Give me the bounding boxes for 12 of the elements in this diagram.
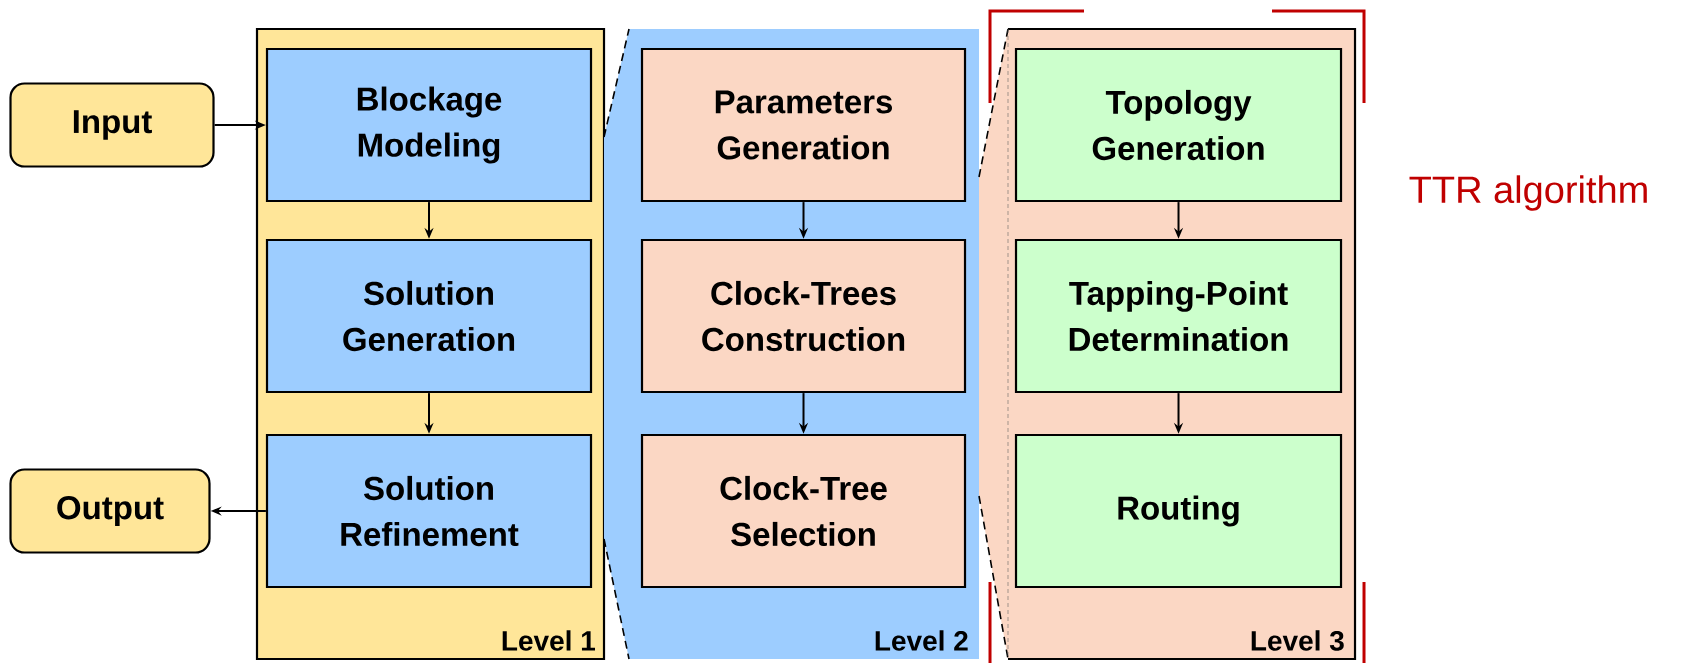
process-box: Parameters Generation (640, 47, 967, 203)
process-box: Clock-Tree Selection (640, 433, 967, 589)
process-box: Topology Generation (1014, 47, 1343, 203)
process-box: Solution Refinement (265, 433, 593, 589)
process-box: Clock-Trees Construction (640, 238, 967, 394)
process-box: Tapping-Point Determination (1014, 238, 1343, 394)
process-box: Routing (1014, 433, 1343, 589)
annotation-label: TTR algorithm (1409, 175, 1647, 211)
process-box: Solution Generation (265, 238, 593, 394)
process-box: Blockage Modeling (265, 47, 593, 203)
terminal-box: Output (9, 468, 211, 554)
terminal-box: Input (9, 82, 215, 168)
